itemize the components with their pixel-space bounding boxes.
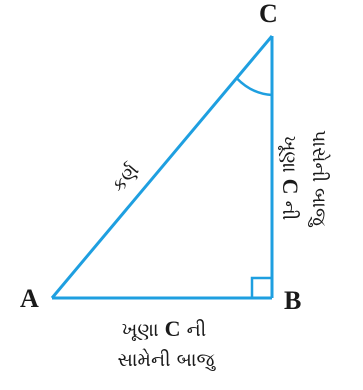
opposite-side-label-line2: સામેની બાજુ: [118, 349, 217, 371]
hypotenuse-label: કર્ણ: [107, 160, 143, 197]
adjacent-side-label-suffix: ની: [278, 195, 300, 221]
adjacent-side-label-line1: ખૂણા C ની: [278, 136, 303, 220]
opposite-side-label-prefix: ખૂણા: [122, 319, 165, 341]
adjacent-side-label-letter: C: [278, 179, 303, 195]
vertex-b-label: B: [284, 286, 301, 315]
adjacent-side-label-line2: પાસેની બાજુ: [308, 130, 330, 228]
opposite-side-label-suffix: ની: [181, 319, 207, 341]
side-ac-hypotenuse: [50, 35, 274, 299]
adjacent-side-label-prefix: ખૂણા: [278, 136, 300, 179]
angle-c-arc: [235, 77, 273, 97]
right-angle-marker: [250, 276, 272, 298]
vertex-c-label: C: [259, 0, 278, 28]
opposite-side-label-letter: C: [165, 316, 181, 341]
opposite-side-label-line1: ખૂણા C ની: [122, 316, 206, 341]
vertex-a-label: A: [20, 284, 39, 313]
